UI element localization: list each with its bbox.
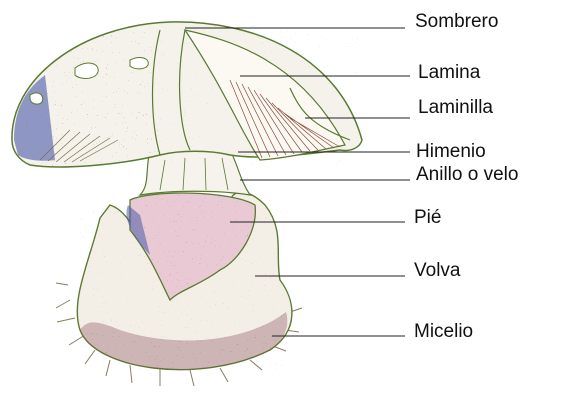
label-laminilla: Laminilla	[418, 98, 493, 117]
label-sombrero: Sombrero	[415, 12, 498, 31]
cap	[12, 22, 362, 167]
label-micelio: Micelio	[414, 322, 473, 341]
label-lamina: Lamina	[418, 63, 480, 82]
label-pie: Pié	[414, 208, 441, 227]
label-himenio: Himenio	[416, 142, 486, 161]
label-anillo: Anillo o velo	[416, 165, 518, 184]
label-volva: Volva	[414, 261, 460, 280]
